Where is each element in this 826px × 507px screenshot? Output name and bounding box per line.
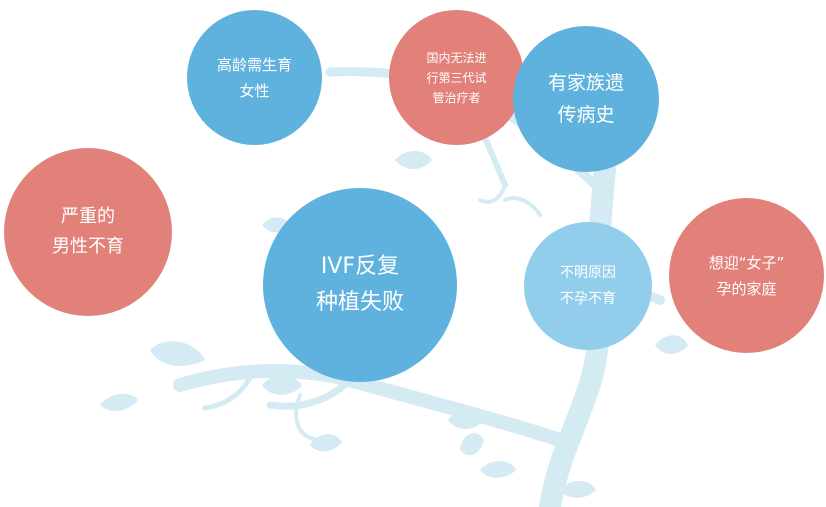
bubble-ivf-repeated-failure: IVF反复 种植失败 — [263, 188, 457, 382]
leaf-4 — [310, 434, 342, 452]
leaf-5 — [448, 408, 484, 429]
leaf-11 — [480, 461, 516, 478]
bubble-family-genetic-history: 有家族遗 传病史 — [513, 26, 659, 172]
bubble-family-wanting-girl-label: 想迎“女子” 孕的家庭 — [708, 253, 785, 298]
leaf-2 — [100, 393, 138, 412]
leaf-7 — [395, 151, 432, 169]
bubble-family-genetic-history-label: 有家族遗 传病史 — [547, 72, 624, 126]
bubble-third-gen-ivf-unavailable: 国内无法进 行第三代试 管治疗者 — [389, 10, 524, 145]
bubble-ivf-repeated-failure-label: IVF反复 种植失败 — [315, 254, 404, 315]
leaf-6 — [460, 433, 484, 456]
bubble-advanced-age-women-label: 高龄需生育 女性 — [216, 55, 292, 100]
bubble-family-wanting-girl: 想迎“女子” 孕的家庭 — [669, 198, 824, 353]
bubble-severe-male-infertility: 严重的 男性不育 — [4, 148, 172, 316]
leaf-10 — [560, 481, 596, 498]
bubble-advanced-age-women: 高龄需生育 女性 — [187, 10, 322, 145]
leaf-1 — [150, 341, 205, 366]
leaf-9 — [655, 335, 688, 355]
leaf-3 — [262, 375, 302, 395]
bubble-unexplained-infertility-label: 不明原因 不孕不育 — [560, 265, 616, 307]
bubble-unexplained-infertility: 不明原因 不孕不育 — [524, 222, 652, 350]
bubble-severe-male-infertility-label: 严重的 男性不育 — [52, 206, 124, 257]
bubble-third-gen-ivf-unavailable-label: 国内无法进 行第三代试 管治疗者 — [426, 50, 487, 105]
